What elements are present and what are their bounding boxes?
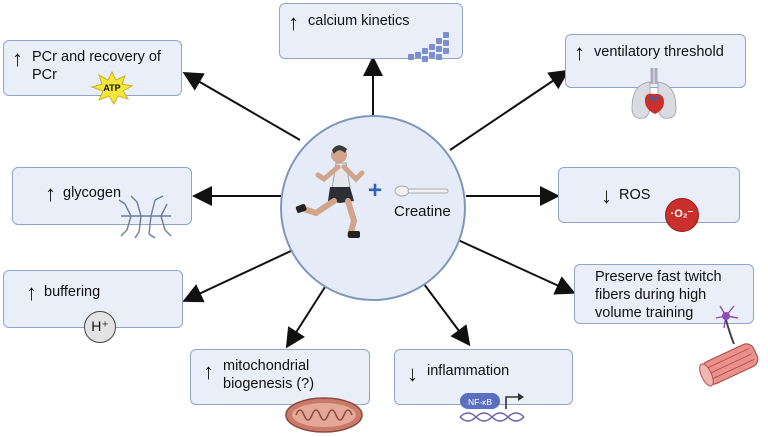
plus-sign: + bbox=[368, 177, 383, 204]
hydrogen-ion-text: H⁺ bbox=[91, 318, 109, 334]
glycogen-label: glycogen bbox=[63, 185, 122, 201]
arrow-to-buffering bbox=[182, 249, 294, 303]
up-arrow-icon: ↑ bbox=[12, 46, 23, 71]
runner-icon bbox=[295, 145, 365, 238]
ros-label: ROS bbox=[619, 187, 651, 203]
down-arrow-icon: ↓ bbox=[407, 361, 418, 386]
mito-box: ↑ mitochondrial biogenesis (?) bbox=[190, 349, 370, 405]
arrow-to-fasttwitch bbox=[457, 239, 576, 295]
up-arrow-icon: ↑ bbox=[574, 40, 585, 65]
lungs-heart-icon bbox=[631, 68, 677, 119]
arrow-to-inflammation bbox=[417, 275, 471, 347]
nfkb-badge: NF-κB bbox=[468, 397, 492, 407]
up-arrow-icon: ↑ bbox=[288, 10, 299, 35]
fasttwitch-line1: Preserve fast twitch bbox=[595, 269, 722, 285]
ros-box: ↓ ROS ·O₂⁻ bbox=[558, 167, 740, 232]
up-arrow-icon: ↑ bbox=[26, 280, 37, 305]
mito-label-line2: biogenesis (?) bbox=[223, 376, 315, 392]
down-arrow-icon: ↓ bbox=[601, 183, 612, 208]
buffering-label: buffering bbox=[44, 284, 101, 300]
muscle-fiber-icon bbox=[408, 32, 449, 62]
pcr-label-line1: PCr and recovery of bbox=[32, 49, 161, 65]
fasttwitch-line2: fibers during high bbox=[595, 287, 707, 303]
arrow-to-ventilatory bbox=[449, 69, 570, 151]
up-arrow-icon: ↑ bbox=[45, 181, 56, 206]
up-arrow-icon: ↑ bbox=[203, 359, 214, 384]
pcr-label-line2: PCr bbox=[32, 67, 57, 83]
fasttwitch-box: Preserve fast twitch fibers during high … bbox=[574, 264, 754, 324]
creatine-circle: + Creatine bbox=[280, 115, 466, 301]
buffering-box: ↑ buffering H⁺ bbox=[3, 270, 183, 343]
creatine-label: Creatine bbox=[394, 203, 451, 220]
neuron-muscle-icon bbox=[699, 305, 759, 387]
arrow-to-pcr bbox=[182, 71, 301, 141]
mito-label-line1: mitochondrial bbox=[223, 358, 310, 374]
creatine-powder-scoop-icon bbox=[394, 185, 449, 197]
inflammation-label: inflammation bbox=[427, 363, 510, 379]
superoxide-text: ·O₂⁻ bbox=[670, 208, 694, 220]
nfkb-dna-icon: NF-κB bbox=[459, 393, 525, 422]
ventilatory-label: ventilatory threshold bbox=[594, 44, 724, 60]
atp-burst-icon: ATP bbox=[90, 71, 134, 105]
glycogen-box: ↑ glycogen bbox=[12, 167, 192, 239]
fasttwitch-line3: volume training bbox=[595, 305, 694, 321]
glycogen-branch-icon bbox=[118, 195, 172, 239]
mitochondrion-icon bbox=[285, 397, 363, 433]
calcium-box: ↑ calcium kinetics bbox=[279, 3, 463, 62]
calcium-label: calcium kinetics bbox=[308, 13, 410, 29]
atp-badge: ATP bbox=[103, 83, 120, 93]
hydrogen-ion-badge: H⁺ bbox=[84, 311, 116, 343]
superoxide-badge: ·O₂⁻ bbox=[665, 198, 699, 232]
pcr-box: ↑ PCr and recovery of PCr ATP bbox=[3, 40, 182, 105]
